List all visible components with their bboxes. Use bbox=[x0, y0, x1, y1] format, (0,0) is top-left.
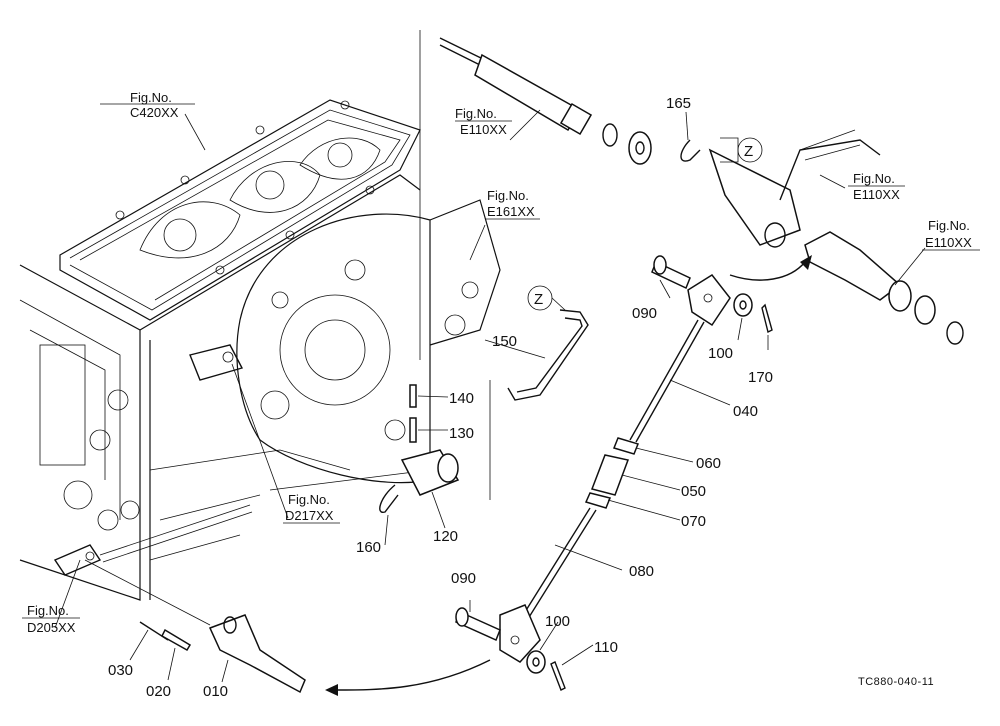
part-number-160: 160 bbox=[356, 539, 381, 556]
joint-120 bbox=[400, 449, 460, 496]
part-number-090-upper: 090 bbox=[632, 305, 657, 322]
hair-pin-165 bbox=[680, 139, 701, 162]
rod-040 bbox=[629, 319, 705, 443]
part-number-070: 070 bbox=[681, 513, 706, 530]
part-number-150: 150 bbox=[492, 333, 517, 350]
clevis-upper bbox=[687, 274, 731, 327]
cotter-pin-110 bbox=[550, 661, 566, 691]
clevis-pin-upper bbox=[651, 255, 691, 290]
z-marker-mid-text: Z bbox=[534, 291, 543, 308]
part-number-030: 030 bbox=[108, 662, 133, 679]
drawing-code: TC880-040-11 bbox=[858, 676, 934, 688]
upper-lever-arm bbox=[708, 129, 881, 248]
upper-shaft bbox=[439, 37, 593, 136]
part-number-100-lower: 100 bbox=[545, 613, 570, 630]
assembly-arrow-lower bbox=[325, 659, 491, 696]
fig-ref-e161: Fig.No. E161XX bbox=[485, 188, 540, 220]
washer-upper bbox=[628, 131, 652, 165]
fig-ref-c420-line1: Fig.No. bbox=[130, 90, 172, 105]
fig-ref-c420-line2: C420XX bbox=[130, 105, 179, 120]
part-number-100-upper: 100 bbox=[708, 345, 733, 362]
fig-ref-d217-line2: D217XX bbox=[285, 508, 334, 523]
turnbuckle-050 bbox=[591, 454, 630, 496]
rod-150 bbox=[507, 309, 589, 401]
part-number-120: 120 bbox=[433, 528, 458, 545]
part-number-010: 010 bbox=[203, 683, 228, 700]
nut-070 bbox=[584, 492, 612, 509]
part-number-090-lower: 090 bbox=[451, 570, 476, 587]
fig-ref-e110-top: Fig.No. E110XX bbox=[455, 106, 512, 137]
z-marker-mid: Z bbox=[527, 285, 566, 311]
snap-ring-upper bbox=[602, 123, 618, 147]
pin-140 bbox=[409, 384, 417, 408]
part-number-165: 165 bbox=[666, 95, 691, 112]
pin-020 bbox=[161, 628, 192, 652]
part-number-050: 050 bbox=[681, 483, 706, 500]
part-number-140: 140 bbox=[449, 390, 474, 407]
fig-ref-c420: Fig.No. C420XX bbox=[100, 90, 195, 120]
fig-ref-e110-right-line2: E110XX bbox=[853, 187, 900, 202]
fig-ref-e161-line1: Fig.No. bbox=[487, 188, 529, 203]
upper-yoke-right bbox=[804, 231, 964, 345]
fig-ref-e161-line2: E161XX bbox=[487, 204, 535, 219]
washer-100-upper bbox=[733, 293, 753, 317]
cotter-pin-170 bbox=[761, 303, 773, 334]
clevis-lower bbox=[499, 604, 541, 663]
fig-ref-e110-far-line2: E110XX bbox=[925, 235, 972, 250]
part-number-labels: 165 090 100 170 040 150 140 130 060 050 … bbox=[108, 95, 773, 700]
fig-ref-d217-line1: Fig.No. bbox=[288, 492, 330, 507]
clevis-pin-lower bbox=[455, 607, 501, 642]
transmission-housing bbox=[19, 99, 501, 601]
part-number-020: 020 bbox=[146, 683, 171, 700]
fig-ref-e110-far: Fig.No. E110XX bbox=[922, 218, 980, 251]
pin-130 bbox=[409, 417, 417, 443]
fig-ref-d217: Fig.No. D217XX bbox=[283, 492, 340, 524]
nut-060 bbox=[612, 437, 640, 455]
washer-100-lower bbox=[526, 650, 546, 674]
rod-080 bbox=[519, 507, 597, 623]
fig-ref-d205: Fig.No. D205XX bbox=[22, 603, 80, 635]
part-number-060: 060 bbox=[696, 455, 721, 472]
assembly-arrow-upper bbox=[729, 255, 812, 281]
fig-ref-e110-far-line1: Fig.No. bbox=[928, 218, 970, 233]
part-number-080: 080 bbox=[629, 563, 654, 580]
part-number-040: 040 bbox=[733, 403, 758, 420]
fig-ref-d205-line2: D205XX bbox=[27, 620, 76, 635]
z-marker-top-text: Z bbox=[744, 143, 753, 160]
part-number-170: 170 bbox=[748, 369, 773, 386]
fig-ref-e110-top-line1: Fig.No. bbox=[455, 106, 497, 121]
fig-ref-d205-line1: Fig.No. bbox=[27, 603, 69, 618]
arm-010 bbox=[208, 614, 306, 694]
fig-ref-e110-right-line1: Fig.No. bbox=[853, 171, 895, 186]
fig-ref-e110-right: Fig.No. E110XX bbox=[848, 171, 905, 202]
leader-lines bbox=[54, 109, 926, 683]
hair-pin-160 bbox=[379, 484, 399, 513]
fig-ref-e110-top-line2: E110XX bbox=[460, 122, 507, 137]
part-number-110: 110 bbox=[594, 639, 618, 656]
part-number-130: 130 bbox=[449, 425, 474, 442]
z-marker-top: Z bbox=[720, 137, 763, 163]
pin-030 bbox=[139, 621, 169, 641]
